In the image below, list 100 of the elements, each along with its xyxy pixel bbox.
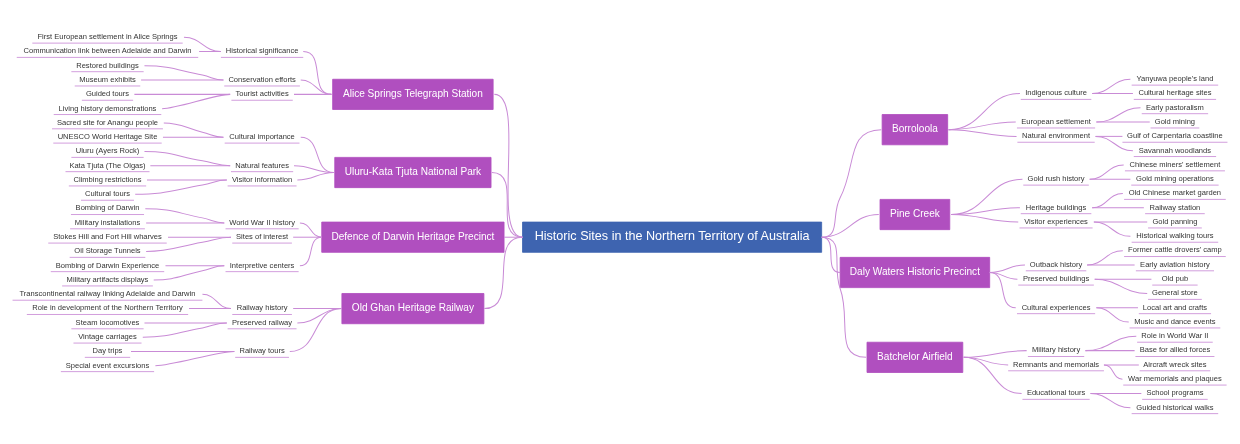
node-box: Old Ghan Heritage Railway	[341, 292, 485, 324]
connector	[493, 93, 524, 238]
node-text: Gold mining operations	[1136, 173, 1214, 183]
connector	[1089, 163, 1125, 180]
node-text: Stokes Hill and Fort Hill wharves	[53, 231, 162, 241]
connector	[1091, 92, 1134, 94]
node-text: Cultural importance	[229, 131, 295, 141]
connector	[154, 350, 235, 366]
node-text: Communication link between Adelaide and Darwin	[23, 45, 192, 55]
node-text: Railway station	[1149, 202, 1201, 212]
connector	[162, 136, 224, 138]
connector	[821, 128, 882, 238]
connector	[821, 236, 867, 358]
connector	[821, 213, 880, 238]
connector	[142, 321, 228, 338]
node-text: Transcontinental railway linking Adelaide and Darwin	[19, 288, 196, 298]
node-text: Guided historical walks	[1136, 402, 1214, 412]
node-text: Yanyuwa people's land	[1136, 73, 1214, 83]
node-text: Sites of interest	[236, 231, 289, 241]
node-text: Interpretive centers	[229, 260, 295, 270]
node-box: Defence of Darwin Heritage Precinct	[321, 221, 505, 253]
connector	[302, 50, 332, 95]
node-text: Educational tours	[1026, 387, 1086, 397]
connector	[1090, 392, 1131, 408]
node-text: Cultural heritage sites	[1138, 87, 1212, 97]
node-text: Military artifacts displays	[66, 274, 149, 284]
connector	[293, 93, 332, 95]
node-text: Local art and crafts	[1142, 302, 1208, 312]
node-text: Cultural experiences	[1021, 302, 1091, 312]
connector	[300, 79, 332, 95]
node-box: Borroloola	[881, 113, 949, 145]
connector	[134, 179, 228, 195]
connector	[188, 307, 232, 309]
node-text: War memorials and plaques	[1128, 373, 1222, 383]
node-text: Restored buildings	[76, 60, 139, 70]
node-text: Uluru (Ayers Rock)	[75, 145, 140, 155]
connector	[145, 236, 232, 252]
connector	[1103, 363, 1123, 380]
node-text: Gold rush history	[1027, 173, 1085, 183]
node-text: Military installations	[74, 217, 141, 227]
node-text: General store	[1152, 287, 1198, 297]
node-text: UNESCO World Heritage Site	[57, 131, 158, 141]
node-text: Guided tours	[85, 88, 130, 98]
node-text: Oil Storage Tunnels	[74, 245, 141, 255]
connector	[1084, 349, 1136, 351]
connector	[1093, 221, 1131, 237]
node-text: Gulf of Carpentaria coastline	[1127, 130, 1223, 140]
connector	[1095, 135, 1134, 151]
node-text: Living history demonstrations	[58, 103, 157, 112]
connector	[145, 221, 225, 223]
node-text: Aircraft wreck sites	[1143, 359, 1207, 369]
node-text: Outback history	[1029, 259, 1083, 269]
node-text: Special event excursions	[65, 360, 150, 370]
connector	[146, 179, 228, 181]
node-text: Visitor experiences	[1024, 216, 1088, 226]
connector	[483, 236, 524, 309]
node-text: Preserved buildings	[1022, 273, 1090, 283]
node-text: Historical walking tours	[1136, 230, 1214, 240]
node-text: Gold panning	[1152, 216, 1198, 226]
connector	[1091, 206, 1145, 208]
connector	[950, 213, 1019, 223]
connector	[296, 171, 335, 181]
connector	[299, 236, 323, 266]
node-text: Role in development of the Northern Territory	[32, 302, 183, 312]
connector	[1084, 335, 1137, 351]
node-text: Railway tours	[239, 345, 285, 355]
node-text: Conservation efforts	[228, 74, 296, 84]
connector	[1086, 263, 1136, 265]
node-text: Music and dance events	[1134, 316, 1216, 326]
connector	[989, 271, 1017, 308]
connector	[1094, 278, 1148, 294]
node-text: Tourist activities	[235, 88, 289, 98]
connector	[149, 164, 231, 166]
node-text: Bombing of Darwin	[75, 202, 140, 212]
connector	[1095, 306, 1130, 323]
connector	[143, 150, 231, 166]
node-text: Sacred site for Anangu people	[56, 117, 159, 127]
connector	[299, 221, 323, 238]
node-text: Natural features	[235, 160, 289, 170]
connector	[1095, 121, 1151, 123]
node-box: Pine Creek	[879, 198, 951, 230]
connector	[491, 171, 524, 238]
node-text: Military history	[1031, 344, 1081, 354]
connector	[948, 128, 1018, 137]
node-text: Bombing of Darwin Experience	[55, 260, 160, 270]
node-text: Early pastoralism	[1145, 102, 1204, 112]
connector	[198, 50, 222, 52]
node-text: Indigenous culture	[1025, 87, 1087, 97]
node-text: Old pub	[1161, 273, 1189, 283]
node-text: Cultural tours	[85, 188, 130, 198]
connector	[161, 93, 231, 109]
node-text: Savannah woodlands	[1138, 145, 1212, 155]
connector	[1093, 221, 1148, 223]
connector	[144, 207, 225, 223]
node-box: Daly Waters Historic Precinct	[839, 256, 991, 288]
node-text: European settlement	[1021, 116, 1091, 126]
node-text: Preserved railway	[232, 317, 293, 327]
connector	[963, 356, 1023, 394]
connector	[153, 264, 225, 281]
node-text: Vintage carriages	[78, 331, 137, 341]
